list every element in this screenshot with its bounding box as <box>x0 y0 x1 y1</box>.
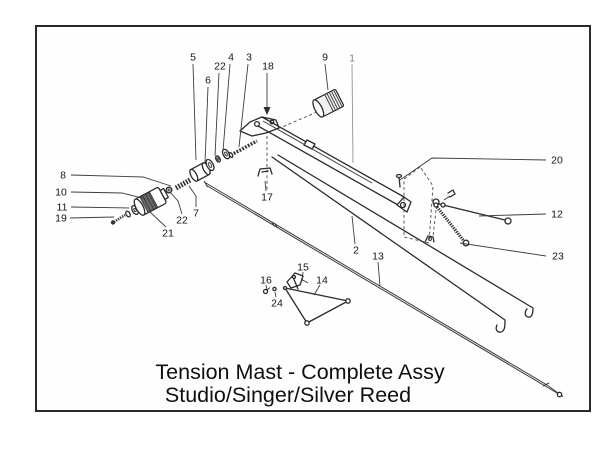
mast-assembly <box>239 107 434 244</box>
part-wire-12 <box>438 203 506 221</box>
part-label-20: 20 <box>551 155 563 167</box>
part-label-9: 9 <box>322 52 328 64</box>
takeup-lever-group <box>262 272 351 326</box>
spring-wire-group <box>424 189 512 247</box>
leader-line-19 <box>69 216 115 219</box>
part-label-10: 10 <box>55 187 67 199</box>
part-label-19: 19 <box>55 213 67 225</box>
wire-12-loop <box>504 217 512 225</box>
leader-line-22 <box>214 72 220 157</box>
part-bead-22 <box>165 186 173 194</box>
part-label-23: 23 <box>552 251 564 263</box>
part-label-1: 1 <box>349 53 355 65</box>
part-label-13: 13 <box>372 251 384 263</box>
part-label-12: 12 <box>551 209 563 221</box>
part-ring-24 <box>272 286 277 292</box>
leader-line-7 <box>188 185 197 207</box>
knob-9-alignment-dashed <box>279 111 318 129</box>
part-label-16: 16 <box>260 275 272 287</box>
caption-line-2: Studio/Singer/Silver Reed <box>165 383 411 407</box>
leader-line-4 <box>222 63 231 152</box>
part-label-22: 22 <box>214 61 226 73</box>
leader-line-12 <box>478 213 547 217</box>
leader-line-21 <box>149 211 167 228</box>
part-threaded-rod-3 <box>228 139 258 159</box>
leader-line-24 <box>274 291 277 298</box>
leader-line-10 <box>70 191 147 200</box>
leader-line-22 <box>169 191 183 215</box>
part-clip-under-bracket <box>424 235 435 243</box>
leader-line-16 <box>265 284 268 291</box>
part-wire-2b <box>277 154 534 318</box>
caption-line-1: Tension Mast - Complete Assy <box>155 360 444 384</box>
part-label-5: 5 <box>190 52 196 64</box>
part-wire-2 <box>271 156 506 333</box>
part-label-2: 2 <box>353 245 359 257</box>
part-label-17: 17 <box>261 192 273 204</box>
part-label-11: 11 <box>57 202 68 214</box>
leader-line-9 <box>324 63 329 91</box>
leader-line-6 <box>204 86 209 164</box>
part-screw-19 <box>110 213 126 225</box>
leader-line-15 <box>301 271 304 282</box>
part-barrel-5 <box>189 162 211 182</box>
part-label-15: 15 <box>297 262 309 274</box>
arrow-18-icon <box>263 107 271 115</box>
spring-23-loop <box>462 239 470 247</box>
part-screw-20 <box>395 173 403 188</box>
mount-outline-dashed <box>403 166 434 244</box>
part-triangle-wire-14 <box>282 285 351 326</box>
part-washer-4 <box>221 148 231 160</box>
part-label-8: 8 <box>60 170 66 182</box>
part-label-7: 7 <box>193 208 199 220</box>
part-label-6: 6 <box>205 75 211 87</box>
leader-line-11 <box>70 206 130 209</box>
leader-line-2 <box>351 215 356 245</box>
part-screw-16 <box>262 287 271 295</box>
leader-line-1 <box>351 63 354 164</box>
part-label-3: 3 <box>246 52 252 64</box>
mast-bar <box>257 116 412 213</box>
leader-line-20 <box>399 157 547 181</box>
part-spring-23 <box>435 206 466 242</box>
part-washer-6 <box>205 158 215 172</box>
leader-line-8 <box>70 174 172 187</box>
leader-line-3 <box>238 63 249 148</box>
part-label-14: 14 <box>316 275 328 287</box>
leader-line-13 <box>377 261 381 287</box>
part-knob-10 <box>133 187 170 216</box>
wire-hook-piece <box>447 189 456 198</box>
leader-line-17 <box>264 180 267 192</box>
leader-line-14 <box>313 284 321 296</box>
leader-line-23 <box>459 242 547 257</box>
leader-line-5 <box>192 63 197 161</box>
part-knob-9 <box>279 89 345 129</box>
part-label-24: 24 <box>271 298 283 310</box>
mast-tab <box>303 139 316 150</box>
part-ring-22 <box>215 155 221 163</box>
part-label-21: 21 <box>162 228 174 240</box>
part-rod-13 <box>203 180 564 398</box>
part-label-18: 18 <box>262 61 274 73</box>
part-clip-17 <box>257 167 273 177</box>
part-label-22: 22 <box>176 215 188 227</box>
tension-dial-assembly <box>110 139 258 225</box>
part-label-4: 4 <box>228 52 234 64</box>
tension-wires <box>271 154 534 333</box>
